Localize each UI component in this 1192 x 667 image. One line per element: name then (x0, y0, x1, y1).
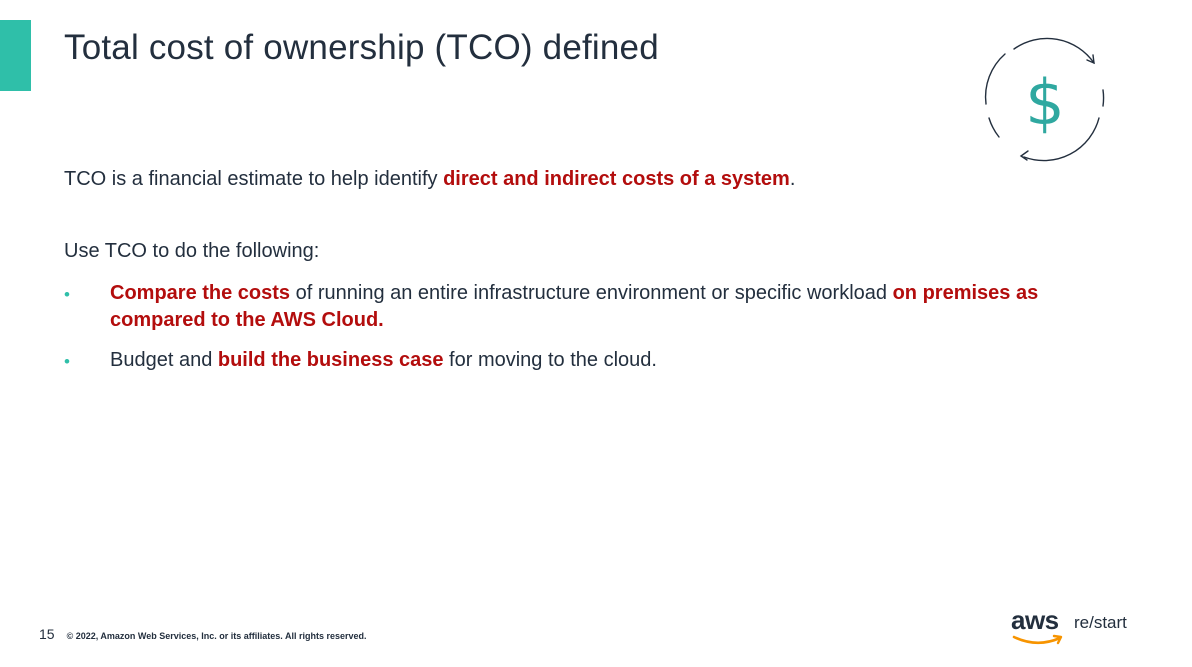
aws-smile-icon (1012, 634, 1063, 645)
bullet-marker: • (64, 352, 70, 371)
bullet-highlight: build the business case (217, 349, 444, 371)
bullet-text: Budget and (110, 349, 218, 371)
aws-wordmark-text: aws (1011, 605, 1059, 635)
bullet-highlight: on premises as compared to the AWS Cloud… (110, 282, 1039, 331)
page-title: Total cost of ownership (TCO) defined (64, 28, 659, 67)
bullet-text: for moving to the cloud. (443, 349, 657, 371)
bullet-marker: • (64, 285, 70, 304)
bullet-text: of running an entire infrastructure envi… (290, 282, 893, 304)
svg-text:$: $ (1025, 66, 1064, 139)
intro-highlight: direct and indirect costs of a system (443, 168, 790, 190)
aws-wordmark: aws (1011, 606, 1067, 650)
aws-restart-logo: aws re/start (1011, 606, 1127, 650)
uses-heading: Use TCO to do the following: (64, 240, 320, 262)
dollar-cycle-icon: $ (984, 37, 1105, 162)
page-number: 15 (39, 626, 55, 642)
tco-definition: TCO is a financial estimate to help iden… (64, 168, 795, 191)
bullet-highlight: Compare the costs (110, 282, 291, 304)
list-item: • Budget and build the business case for … (64, 347, 1124, 374)
intro-end: . (789, 168, 796, 190)
restart-label: re/start (1074, 613, 1127, 632)
slide-footer: 15 © 2022, Amazon Web Services, Inc. or … (39, 626, 367, 642)
intro-text: TCO is a financial estimate to help iden… (64, 168, 444, 190)
list-item: • Compare the costs of running an entire … (64, 280, 1124, 334)
uses-list: • Compare the costs of running an entire … (64, 280, 1124, 387)
copyright-notice: © 2022, Amazon Web Services, Inc. or its… (66, 631, 367, 641)
title-accent-bar (0, 20, 31, 91)
